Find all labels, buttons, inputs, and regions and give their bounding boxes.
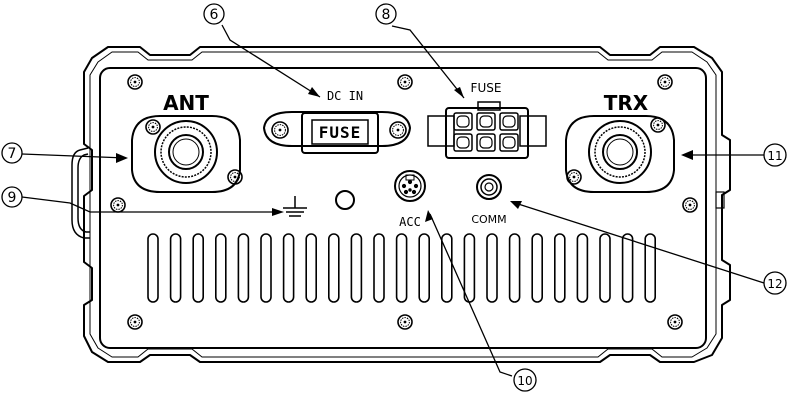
vent-slot [169, 233, 182, 303]
dc-in-fuse-holder [262, 111, 412, 154]
vent-slot [147, 233, 159, 303]
vent-slot [576, 233, 589, 303]
vent-slot [215, 233, 227, 303]
screw [110, 197, 126, 213]
fuse-pin [453, 112, 473, 131]
vent-slot [621, 233, 634, 303]
screw [271, 121, 289, 139]
callout-12: 12 [763, 271, 787, 295]
screw [397, 314, 413, 330]
callout-10-number: 10 [517, 374, 532, 388]
comm-jack [476, 174, 502, 200]
vent-slot [395, 233, 408, 303]
right-tab [715, 191, 725, 209]
vent-slot [237, 233, 250, 303]
vent-slot [553, 233, 566, 303]
vent-slot [350, 233, 363, 303]
fuse-pin [476, 133, 496, 152]
screw [127, 314, 143, 330]
fuse-pin [453, 133, 473, 152]
vent-slot [463, 233, 476, 303]
screw [397, 74, 413, 90]
callout-6: 6 [203, 3, 225, 25]
screw [389, 121, 407, 139]
trx-connector [565, 115, 675, 193]
callout-leaders [21, 24, 765, 377]
ant-connector [131, 115, 241, 193]
fuse-holder-label: FUSE [319, 123, 362, 142]
vent-slot [531, 233, 544, 303]
panel-screws [110, 74, 698, 330]
ant-label: ANT [163, 91, 209, 115]
callout-12-number: 12 [767, 277, 782, 291]
vent-slot [644, 233, 657, 303]
fuse-block [427, 101, 547, 159]
vent-slot [486, 233, 498, 303]
callout-10: 10 [513, 368, 537, 392]
fuse-top-label: FUSE [471, 81, 502, 95]
callout-9-number: 9 [8, 190, 17, 206]
enclosure [83, 46, 731, 363]
leader-9 [21, 196, 280, 213]
screw [657, 74, 673, 90]
callout-7: 7 [1, 142, 23, 164]
callout-8-number: 8 [382, 7, 391, 23]
vent-slot [305, 233, 318, 303]
fuse-pins [453, 112, 519, 152]
callout-arrowheads [116, 87, 693, 222]
vent-slot [440, 233, 453, 303]
fuse-pin [499, 112, 519, 131]
vent-slot [327, 233, 340, 303]
leader-7 [21, 153, 127, 159]
vent-slot [373, 233, 385, 303]
dc-in-label: DC IN [327, 89, 363, 103]
vent-slot [260, 233, 272, 303]
screw [682, 197, 698, 213]
callout-6-number: 6 [210, 7, 219, 23]
fuse-pin [476, 112, 496, 131]
vent-slot [282, 233, 295, 303]
trx-label: TRX [604, 91, 649, 115]
callout-8: 8 [375, 3, 397, 25]
vent-slot [192, 233, 204, 303]
ventilation-slots [147, 233, 657, 303]
acc-jack [394, 170, 426, 202]
comm-label: COMM [471, 213, 506, 226]
leader-6 [221, 24, 321, 98]
vent-slot [418, 233, 431, 303]
leader-8 [391, 25, 465, 99]
callout-11: 11 [763, 143, 787, 167]
screw [127, 74, 143, 90]
vent-slot [599, 233, 611, 303]
fuse-pin [499, 133, 519, 152]
vent-slot [508, 233, 521, 303]
ground-terminal [283, 190, 355, 217]
screw [667, 314, 683, 330]
acc-label: ACC [399, 215, 421, 229]
leader-12 [511, 201, 765, 284]
callout-9: 9 [1, 186, 23, 208]
screw [145, 119, 161, 135]
callout-11-number: 11 [767, 149, 782, 163]
callout-7-number: 7 [8, 146, 17, 162]
leader-10 [429, 213, 513, 377]
